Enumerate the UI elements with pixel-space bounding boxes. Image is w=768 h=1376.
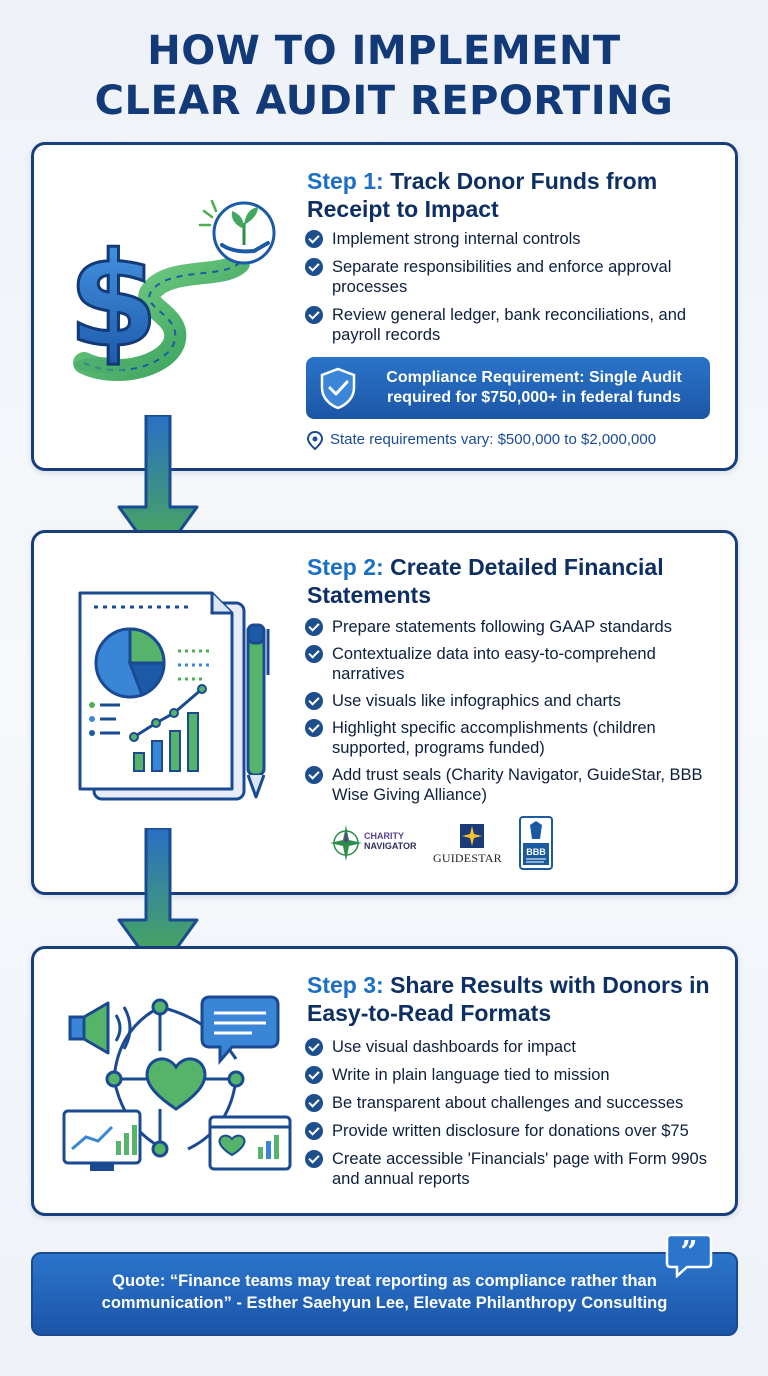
quote-bubble-icon: ” xyxy=(665,1233,713,1278)
plant-in-hand-icon xyxy=(198,199,276,265)
dollar-road-illustration: $ xyxy=(67,199,276,381)
check-icon xyxy=(305,1066,323,1084)
page-title: HOW TO IMPLEMENT CLEAR AUDIT REPORTING xyxy=(0,26,768,126)
step-2-heading: Create Detailed Financial Statements xyxy=(307,554,664,608)
list-item: Prepare statements following GAAP standa… xyxy=(305,617,725,637)
check-icon xyxy=(305,306,323,324)
road-icon xyxy=(73,252,250,381)
charity-navigator-name: CHARITY NAVIGATOR xyxy=(364,831,417,851)
title-line-1: HOW TO IMPLEMENT xyxy=(147,28,621,74)
step-3-title: Step 3: Share Results with Donors in Eas… xyxy=(307,971,727,1027)
compass-star-icon xyxy=(330,825,362,861)
step-3-label: Step 3: xyxy=(307,972,384,998)
shield-check-icon xyxy=(320,367,356,410)
check-icon xyxy=(305,1150,323,1168)
pen-icon xyxy=(246,623,270,799)
star-icon xyxy=(460,824,484,848)
list-item: Be transparent about challenges and succ… xyxy=(305,1093,725,1113)
step-2-title: Step 2: Create Detailed Financial Statem… xyxy=(307,553,727,609)
list-item: Separate responsibilities and enforce ap… xyxy=(305,257,725,297)
list-item: Provide written disclosure for donations… xyxy=(305,1121,725,1141)
bbb-torch-icon: BBB xyxy=(519,816,553,870)
location-pin-icon xyxy=(306,431,324,451)
check-icon xyxy=(305,692,323,710)
bar-chart-icon xyxy=(129,684,207,772)
bbb-seal: BBB xyxy=(518,815,554,871)
svg-text:BBB: BBB xyxy=(526,847,546,857)
svg-text:”: ” xyxy=(680,1235,697,1270)
step-3-heading: Share Results with Donors in Easy-to-Rea… xyxy=(307,972,710,1026)
step-1-card: $ Step 1: Track Donor Funds from Receipt… xyxy=(31,142,738,471)
step-1-label: Step 1: xyxy=(307,168,384,194)
list-item: Create accessible 'Financials' page with… xyxy=(305,1149,725,1189)
quote-banner: Quote: “Finance teams may treat reportin… xyxy=(31,1252,738,1336)
communication-network-illustration xyxy=(62,995,292,1171)
step-3-card: Step 3: Share Results with Donors in Eas… xyxy=(31,946,738,1216)
trust-seals: CHARITY NAVIGATOR GUIDESTAR BBB xyxy=(328,816,588,877)
step-1-bullet-list: Implement strong internal controls Separ… xyxy=(305,229,725,353)
svg-text:$: $ xyxy=(68,224,158,376)
dollar-sign-icon: $ xyxy=(67,223,160,378)
check-icon xyxy=(305,766,323,784)
step-3-bullet-list: Use visual dashboards for impact Write i… xyxy=(305,1037,725,1197)
browser-heart-icon xyxy=(208,1115,292,1171)
list-item: Implement strong internal controls xyxy=(305,229,725,249)
financial-report-icon xyxy=(78,591,270,801)
megaphone-icon xyxy=(68,1001,132,1055)
check-icon xyxy=(305,230,323,248)
compliance-text: Compliance Requirement: Single Audit req… xyxy=(386,369,682,406)
step-1-title: Step 1: Track Donor Funds from Receipt t… xyxy=(307,167,727,223)
list-item: Use visuals like infographics and charts xyxy=(305,691,725,711)
compliance-banner: Compliance Requirement: Single Audit req… xyxy=(306,357,710,419)
list-item: Use visual dashboards for impact xyxy=(305,1037,725,1057)
step-1-heading: Track Donor Funds from Receipt to Impact xyxy=(307,168,658,222)
check-icon xyxy=(305,618,323,636)
list-item: Contextualize data into easy-to-comprehe… xyxy=(305,644,725,684)
check-icon xyxy=(305,1038,323,1056)
monitor-chart-icon xyxy=(62,1109,142,1171)
charity-navigator-seal: CHARITY NAVIGATOR xyxy=(328,823,424,867)
list-item: Write in plain language tied to mission xyxy=(305,1065,725,1085)
heart-icon xyxy=(145,1057,207,1111)
check-icon xyxy=(305,1094,323,1112)
list-item: Review general ledger, bank reconciliati… xyxy=(305,305,725,345)
step-2-bullet-list: Prepare statements following GAAP standa… xyxy=(305,617,725,812)
guidestar-seal: GUIDESTAR xyxy=(433,821,513,869)
check-icon xyxy=(305,258,323,276)
list-item: Add trust seals (Charity Navigator, Guid… xyxy=(305,765,725,805)
check-icon xyxy=(305,1122,323,1140)
chat-bubble-icon xyxy=(200,995,280,1066)
step-2-label: Step 2: xyxy=(307,554,384,580)
list-item: Highlight specific accomplishments (chil… xyxy=(305,718,725,758)
pie-chart-icon xyxy=(94,627,166,699)
state-requirements-note: State requirements vary: $500,000 to $2,… xyxy=(306,431,656,451)
check-icon xyxy=(305,645,323,663)
quote-text: Quote: “Finance teams may treat reportin… xyxy=(101,1272,668,1312)
check-icon xyxy=(305,719,323,737)
title-line-2: CLEAR AUDIT REPORTING xyxy=(94,78,674,124)
